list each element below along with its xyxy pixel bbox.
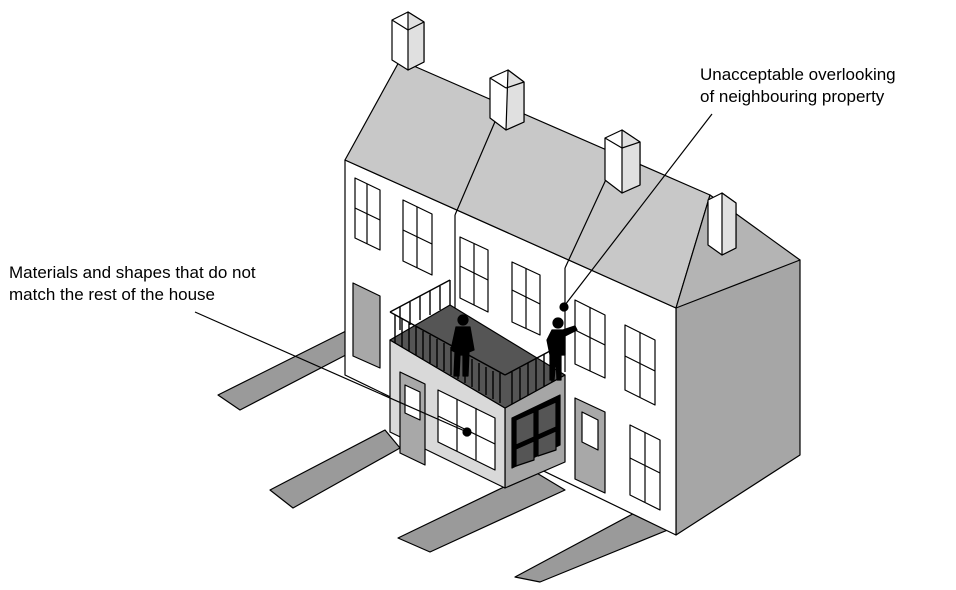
window-h1-upper-left: [355, 178, 380, 250]
materials-annotation: Materials and shapes that do not match t…: [9, 262, 256, 306]
chimney-4: [708, 193, 736, 255]
door-h1: [353, 283, 380, 368]
chimney-2: [490, 70, 524, 130]
materials-annotation-line-2: match the rest of the house: [9, 284, 256, 306]
garden-path-3: [398, 472, 565, 552]
leader-dot-overlooking: [560, 303, 568, 311]
chimney-1: [392, 12, 424, 70]
extension-door: [400, 372, 425, 465]
materials-annotation-line-1: Materials and shapes that do not: [9, 262, 256, 284]
overlooking-annotation-line-1: Unacceptable overlooking: [700, 64, 896, 86]
overlooking-annotation-line-2: of neighbouring property: [700, 86, 896, 108]
window-h3-lower: [630, 425, 660, 510]
leader-dot-materials: [463, 428, 471, 436]
window-h2-upper-right: [512, 262, 540, 335]
overlooking-annotation: Unacceptable overlooking of neighbouring…: [700, 64, 896, 108]
window-h2-upper-left: [460, 237, 488, 312]
chimney-3: [605, 130, 640, 193]
garden-path-2: [270, 430, 400, 508]
garden-path-1: [218, 330, 365, 410]
window-h1-upper-right: [403, 200, 432, 275]
